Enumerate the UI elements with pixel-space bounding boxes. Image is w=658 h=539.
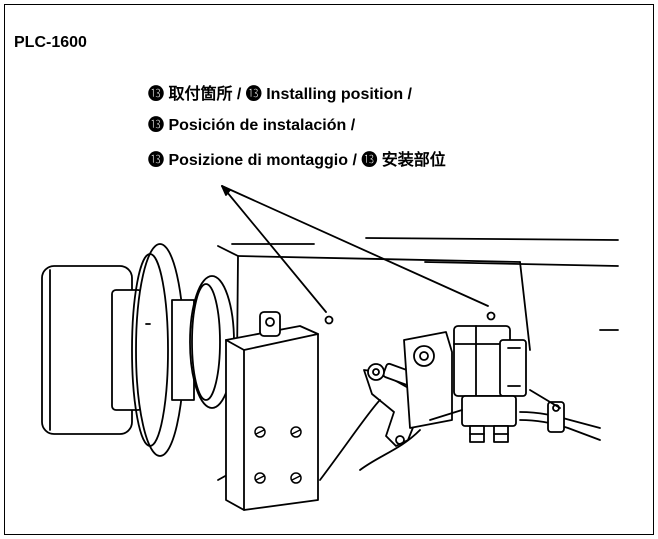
caption-line-1: ⓭ 取付箇所 / ⓭ Installing position / <box>148 86 413 103</box>
caption-line-2: ⓭ Posición de instalación / <box>148 117 356 134</box>
valve-assembly <box>403 325 527 443</box>
tube-connector <box>519 389 601 441</box>
position-dot-right <box>486 311 496 321</box>
model-name: PLC-1600 <box>14 34 87 51</box>
leader-lines <box>221 185 489 313</box>
position-dot-left <box>324 315 334 325</box>
linkage <box>319 362 421 481</box>
bracket-box <box>225 311 319 511</box>
caption-line-3: ⓭ Posizione di montaggio / ⓭ 安装部位 <box>148 152 446 169</box>
handwheel <box>41 243 235 457</box>
